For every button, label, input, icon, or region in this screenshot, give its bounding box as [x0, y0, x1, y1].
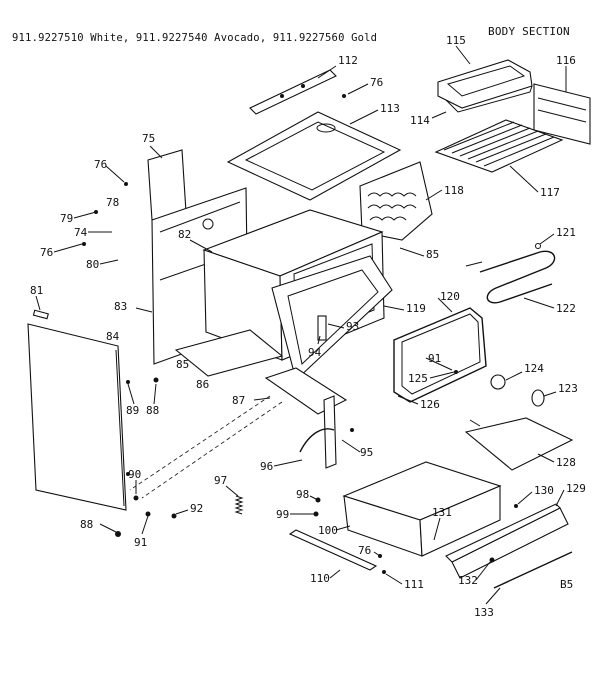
callout-94: 94	[308, 346, 322, 359]
model-numbers-header: 911.9227510 White, 911.9227540 Avocado, …	[12, 32, 378, 44]
callout-115: 115	[446, 34, 466, 47]
callout-125: 125	[408, 372, 428, 385]
part-117-oven-rack	[434, 119, 564, 173]
part-81-strip	[32, 309, 49, 320]
part-118-insulation	[359, 161, 433, 241]
callout-78: 78	[106, 196, 119, 209]
callout-95: 95	[360, 446, 373, 459]
screws	[82, 94, 518, 574]
callout-112: 112	[338, 54, 358, 67]
callout-120: 120	[440, 290, 460, 303]
callout-80: 80	[86, 258, 99, 271]
callout-113: 113	[380, 102, 400, 115]
callout-91: 91	[134, 536, 147, 549]
callout-130: 130	[534, 484, 554, 497]
callout-98: 98	[296, 488, 309, 501]
callout-99: 99	[276, 508, 289, 521]
callout-85: 85	[176, 358, 189, 371]
part-95-96-hinge	[299, 395, 337, 469]
part-112-rear-trim	[249, 69, 337, 115]
callout-92: 92	[190, 502, 203, 515]
callout-114: 114	[410, 114, 430, 127]
callout-93: 93	[346, 320, 359, 333]
footer-code: B5	[560, 578, 573, 591]
callout-96: 96	[260, 460, 273, 473]
callout-74: 74	[74, 226, 88, 239]
callout-86: 86	[196, 378, 209, 391]
callout-123: 123	[558, 382, 578, 395]
callout-76: 76	[94, 158, 107, 171]
callout-132: 132	[458, 574, 478, 587]
part-116-rear-panel	[533, 83, 591, 145]
callout-81: 81	[30, 284, 43, 297]
section-title: BODY SECTION	[488, 25, 570, 38]
part-113-top-frame	[226, 111, 402, 201]
callout-85: 85	[426, 248, 439, 261]
callout-84: 84	[106, 330, 120, 343]
callout-111: 111	[404, 578, 424, 591]
callout-79: 79	[60, 212, 73, 225]
callout-118: 118	[444, 184, 464, 197]
callout-116: 116	[556, 54, 576, 67]
part-84-door-panel	[27, 323, 130, 511]
callout-76: 76	[358, 544, 371, 557]
part-129-drawer-front	[445, 503, 573, 589]
callout-97: 97	[214, 474, 227, 487]
callout-128: 128	[556, 456, 576, 469]
callout-91: 91	[428, 352, 441, 365]
callout-75: 75	[142, 132, 155, 145]
callout-labels: 112 76 113 115 116 114 117 118 75 76 78 …	[30, 34, 586, 619]
callout-100: 100	[318, 524, 338, 537]
callout-88: 88	[146, 404, 159, 417]
part-122-broil-element	[465, 243, 556, 304]
part-128-bake-element	[464, 417, 574, 471]
part-119-front-frame	[271, 255, 393, 382]
callout-89: 89	[126, 404, 139, 417]
callout-90: 90	[128, 468, 141, 481]
part-87-door-gasket	[129, 367, 348, 499]
callout-82: 82	[178, 228, 191, 241]
callout-83: 83	[114, 300, 127, 313]
callout-121: 121	[556, 226, 576, 239]
callout-76: 76	[370, 76, 383, 89]
callout-124: 124	[524, 362, 544, 375]
part-100-drawer	[342, 461, 502, 557]
callout-76: 76	[40, 246, 53, 259]
callout-131: 131	[432, 506, 452, 519]
callout-129: 129	[566, 482, 586, 495]
callout-119: 119	[406, 302, 426, 315]
callout-88: 88	[80, 518, 93, 531]
part-120-126-gasket	[393, 307, 487, 403]
callout-133: 133	[474, 606, 494, 619]
callout-126: 126	[420, 398, 440, 411]
callout-117: 117	[540, 186, 560, 199]
part-115-broiler-pan	[437, 59, 533, 113]
part-110-rail	[288, 529, 378, 571]
part-86-bottom	[174, 329, 284, 377]
callout-87: 87	[232, 394, 245, 407]
part-97-spring	[234, 495, 244, 515]
part-123-124-light	[490, 374, 545, 407]
leader-lines	[35, 45, 567, 605]
callout-110: 110	[310, 572, 330, 585]
callout-122: 122	[556, 302, 576, 315]
